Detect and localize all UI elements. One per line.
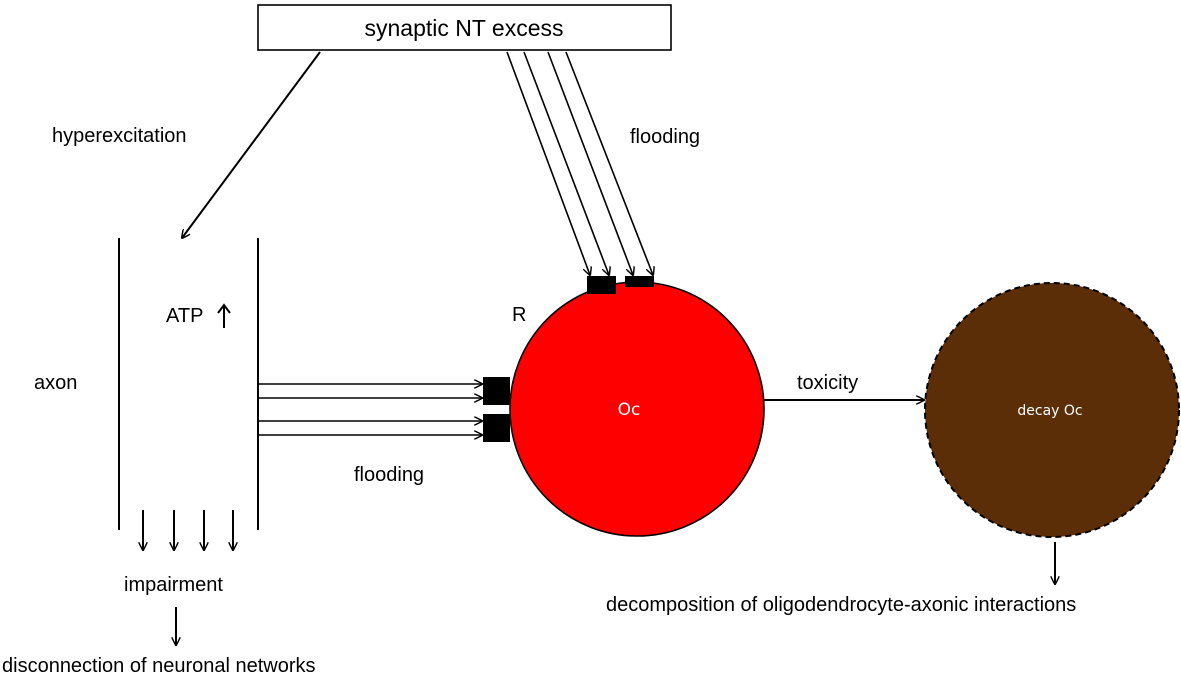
receptor-label: R: [512, 304, 526, 326]
disconnection-label: disconnection of neuronal networks: [2, 655, 316, 677]
flooding-top-label: flooding: [630, 126, 700, 148]
toxicity-label: toxicity: [797, 372, 858, 394]
flooding-top-arrow-2: [523, 51, 609, 275]
receptor-side-1: [483, 377, 510, 405]
axon-label: axon: [34, 372, 77, 394]
atp-label: ATP: [166, 305, 203, 327]
decay-oligodendrocyte-cell: [924, 282, 1180, 538]
impairment-arrows: [143, 510, 233, 550]
receptors: [483, 276, 654, 442]
receptor-side-2: [483, 414, 510, 442]
flooding-bottom-label: flooding: [354, 464, 424, 486]
up-arrow-icon: [217, 303, 231, 328]
top-box-frame: [257, 4, 672, 51]
decay-label: decay Oc: [1017, 403, 1082, 419]
hyperexcitation-label: hyperexcitation: [52, 125, 187, 147]
flooding-top-arrow-3: [547, 51, 633, 275]
flooding-top-arrows: [506, 51, 653, 275]
impairment-label: impairment: [124, 574, 223, 596]
synaptic-nt-excess-box: synaptic NT excess: [257, 4, 672, 51]
flooding-top-arrow-1: [506, 51, 590, 275]
atp-arrow-head: [217, 303, 231, 314]
flooding-side-arrows: [259, 384, 482, 435]
top-box-label: synaptic NT excess: [365, 15, 564, 41]
receptor-top-2: [625, 276, 654, 287]
axon: [118, 238, 259, 530]
hyperexcitation-arrow: [182, 51, 321, 238]
decomposition-label: decomposition of oligodendrocyte-axonic …: [606, 594, 1076, 616]
receptor-top-1: [587, 276, 616, 294]
flooding-top-arrow-4: [565, 51, 653, 275]
oligodendrocyte-label: Oc: [618, 400, 641, 420]
